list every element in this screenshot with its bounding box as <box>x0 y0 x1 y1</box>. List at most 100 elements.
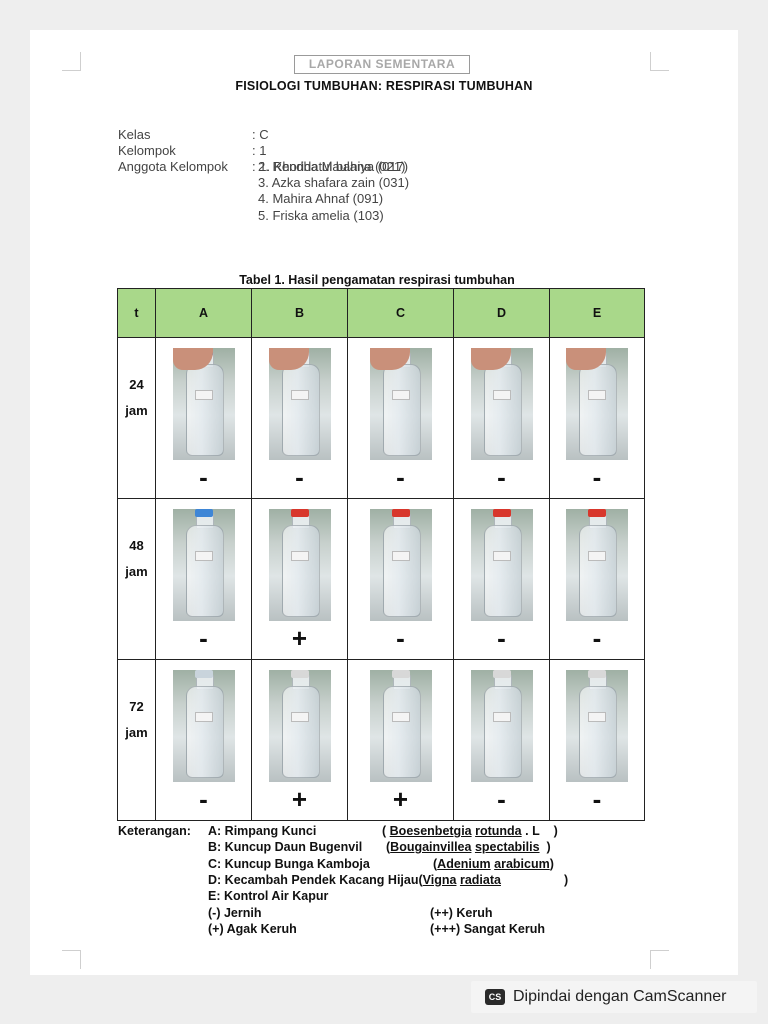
bracket: ) <box>549 856 554 871</box>
author: . L <box>525 824 540 838</box>
legend-sci-a: ( Boesenbetgia rotunda . L ) <box>382 824 558 838</box>
bottle-photo <box>369 670 432 782</box>
observation-cell-a: - <box>155 659 252 821</box>
member-item: 3. Azka shafara zain (031) <box>258 175 410 191</box>
bottle-photo <box>566 348 628 460</box>
result-mark: + <box>291 623 308 653</box>
genus: Boesenbetgia <box>389 824 472 838</box>
table-caption: Tabel 1. Hasil pengamatan respirasi tumb… <box>239 273 515 287</box>
bottle-photo <box>268 509 331 621</box>
legend-item-d: D: Kecambah Pendek Kacang Hijau(Vigna ra… <box>208 873 501 887</box>
result-mark: + <box>291 784 308 814</box>
bracket: ( <box>382 824 387 838</box>
legend-close-d: ) <box>564 872 569 887</box>
header-cell-a: A <box>155 288 252 338</box>
bottle-photo <box>369 509 432 621</box>
table-row: 24 jam - - - - - <box>117 337 645 499</box>
result-mark: - <box>497 623 506 653</box>
result-mark: - <box>199 784 208 814</box>
observation-cell-c: - <box>347 498 454 660</box>
bottle-photo <box>470 670 533 782</box>
time-unit: jam <box>125 403 148 418</box>
result-mark: - <box>396 462 405 492</box>
camscanner-text: Dipindai dengan CamScanner <box>513 988 727 1005</box>
bottle-photo <box>172 348 235 460</box>
species: radiata <box>459 872 501 887</box>
crop-mark <box>62 950 81 969</box>
member-item: 4. Mahira Ahnaf (091) <box>258 191 384 207</box>
species: rotunda <box>475 824 522 838</box>
legend-label: A: Rimpang Kunci <box>208 824 317 838</box>
info-row: Anggota Kelompok : 1. Khoridatul bahiya … <box>118 159 408 175</box>
observation-cell-d: - <box>453 498 550 660</box>
legend-label: C: Kuncup Bunga Kamboja <box>208 856 370 871</box>
legend-heading: Keterangan: <box>118 824 191 838</box>
observation-cell-a: - <box>155 337 252 499</box>
legend-item-e: E: Kontrol Air Kapur <box>208 889 329 904</box>
info-value: : 1. Khoridatul bahiya (017) <box>252 159 409 175</box>
bottle-photo <box>566 670 628 782</box>
observation-cell-b: - <box>251 337 348 499</box>
observation-cell-e: - <box>549 498 645 660</box>
result-mark: - <box>592 623 602 653</box>
info-label: Kelas <box>118 127 151 142</box>
legend-sci-c: (Adenium arabicum) <box>433 857 554 871</box>
info-value: : C <box>252 127 269 142</box>
time-value: 24 <box>129 377 144 392</box>
result-mark: - <box>199 462 208 492</box>
time-unit: jam <box>125 725 148 740</box>
legend-label: B: Kuncup Daun Bugenvil <box>208 840 363 855</box>
observation-cell-d: - <box>453 659 550 821</box>
observation-cell-e: - <box>549 659 645 821</box>
result-mark: - <box>592 784 602 814</box>
time-cell: 24 jam <box>117 337 156 499</box>
bottle-photo <box>172 670 235 782</box>
crop-mark <box>650 950 669 969</box>
genus: Adenium <box>437 856 491 871</box>
info-label: Kelompok <box>118 143 176 159</box>
member-list: 2. Rendha Maulana (021) 3. Azka shafara … <box>258 159 409 224</box>
bracket: ( <box>418 872 423 887</box>
bracket: ( <box>386 840 391 855</box>
bottle-photo <box>470 348 533 460</box>
scale-slightly-cloudy: (+) Agak Keruh <box>208 921 297 936</box>
table-header-row: t A B C D E <box>117 288 645 338</box>
result-mark: - <box>396 623 405 653</box>
observation-cell-e: - <box>549 337 645 499</box>
species: spectabilis <box>474 840 540 855</box>
header-cell-t: t <box>117 288 156 338</box>
info-value: : 1 <box>252 143 267 159</box>
legend-label: D: Kecambah Pendek Kacang Hijau <box>208 872 419 887</box>
bottle-photo <box>172 509 235 621</box>
table-row: 72 jam - + + - - <box>117 659 645 821</box>
bottle-photo <box>369 348 432 460</box>
species: arabicum <box>494 856 550 871</box>
header-cell-b: B <box>251 288 348 338</box>
bottle-photo <box>470 509 533 621</box>
info-row: Kelas : C <box>118 127 408 143</box>
group-info: Kelas : C Kelompok : 1 Anggota Kelompok … <box>118 127 408 176</box>
header-cell-c: C <box>347 288 454 338</box>
legend-item-b: B: Kuncup Daun Bugenvil <box>208 840 362 854</box>
time-cell: 72 jam <box>117 659 156 821</box>
bottle-photo <box>268 670 331 782</box>
crop-mark <box>650 52 669 71</box>
observation-cell-d: - <box>453 337 550 499</box>
info-label: Anggota Kelompok <box>118 159 228 175</box>
result-mark: - <box>295 462 304 492</box>
result-mark: + <box>392 784 409 814</box>
bracket: ( <box>433 856 438 871</box>
observation-cell-a: - <box>155 498 252 660</box>
result-mark: - <box>497 462 506 492</box>
camscanner-watermark: CS Dipindai dengan CamScanner <box>471 981 757 1013</box>
camscanner-logo-icon: CS <box>485 989 505 1005</box>
observation-cell-b: + <box>251 659 348 821</box>
legend-sci-b: (Bougainvillea spectabilis ) <box>386 840 551 854</box>
legend-item-c: C: Kuncup Bunga Kamboja <box>208 857 370 871</box>
crop-mark <box>62 52 81 71</box>
time-value: 72 <box>129 699 144 714</box>
time-unit: jam <box>125 564 148 579</box>
observation-cell-c: - <box>347 337 454 499</box>
